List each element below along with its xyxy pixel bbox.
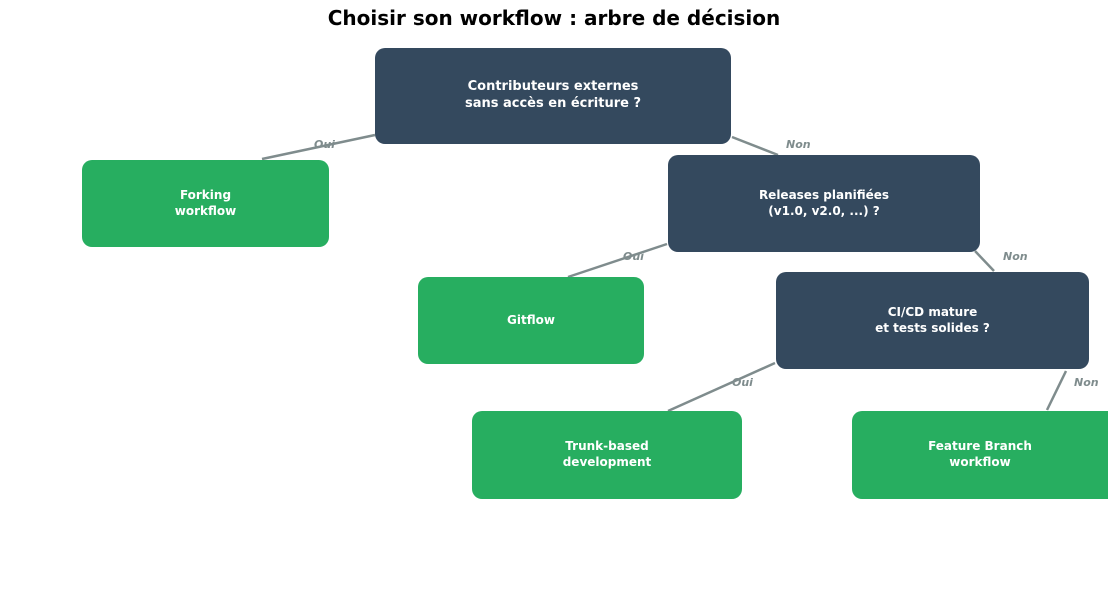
decision-node-releases: Releases planifiées (v1.0, v2.0, ...) ? [668, 155, 980, 252]
decision-node-root: Contributeurs externes sans accès en écr… [375, 48, 731, 144]
edge-label-root-forking: Oui [314, 138, 335, 151]
edge-label-releases-cicd: Non [1003, 250, 1028, 263]
edge-releases-cicd [974, 250, 995, 272]
edge-label-releases-gitflow: Oui [623, 250, 644, 263]
edge-root-forking [261, 133, 376, 161]
edge-label-cicd-trunk: Oui [732, 376, 753, 389]
leaf-node-trunk: Trunk-based development [472, 411, 742, 499]
decision-node-cicd: CI/CD mature et tests solides ? [776, 272, 1089, 369]
edge-label-root-releases: Non [786, 138, 811, 151]
leaf-node-gitflow: Gitflow [418, 277, 644, 364]
leaf-node-feature: Feature Branch workflow [852, 411, 1108, 499]
edge-root-releases [731, 135, 779, 157]
edge-label-cicd-feature: Non [1074, 376, 1099, 389]
edge-releases-gitflow [567, 242, 668, 279]
edge-cicd-trunk [667, 361, 776, 413]
diagram-title: Choisir son workflow : arbre de décision [327, 6, 781, 30]
leaf-node-forking: Forking workflow [82, 160, 329, 247]
edge-cicd-feature [1045, 370, 1068, 411]
